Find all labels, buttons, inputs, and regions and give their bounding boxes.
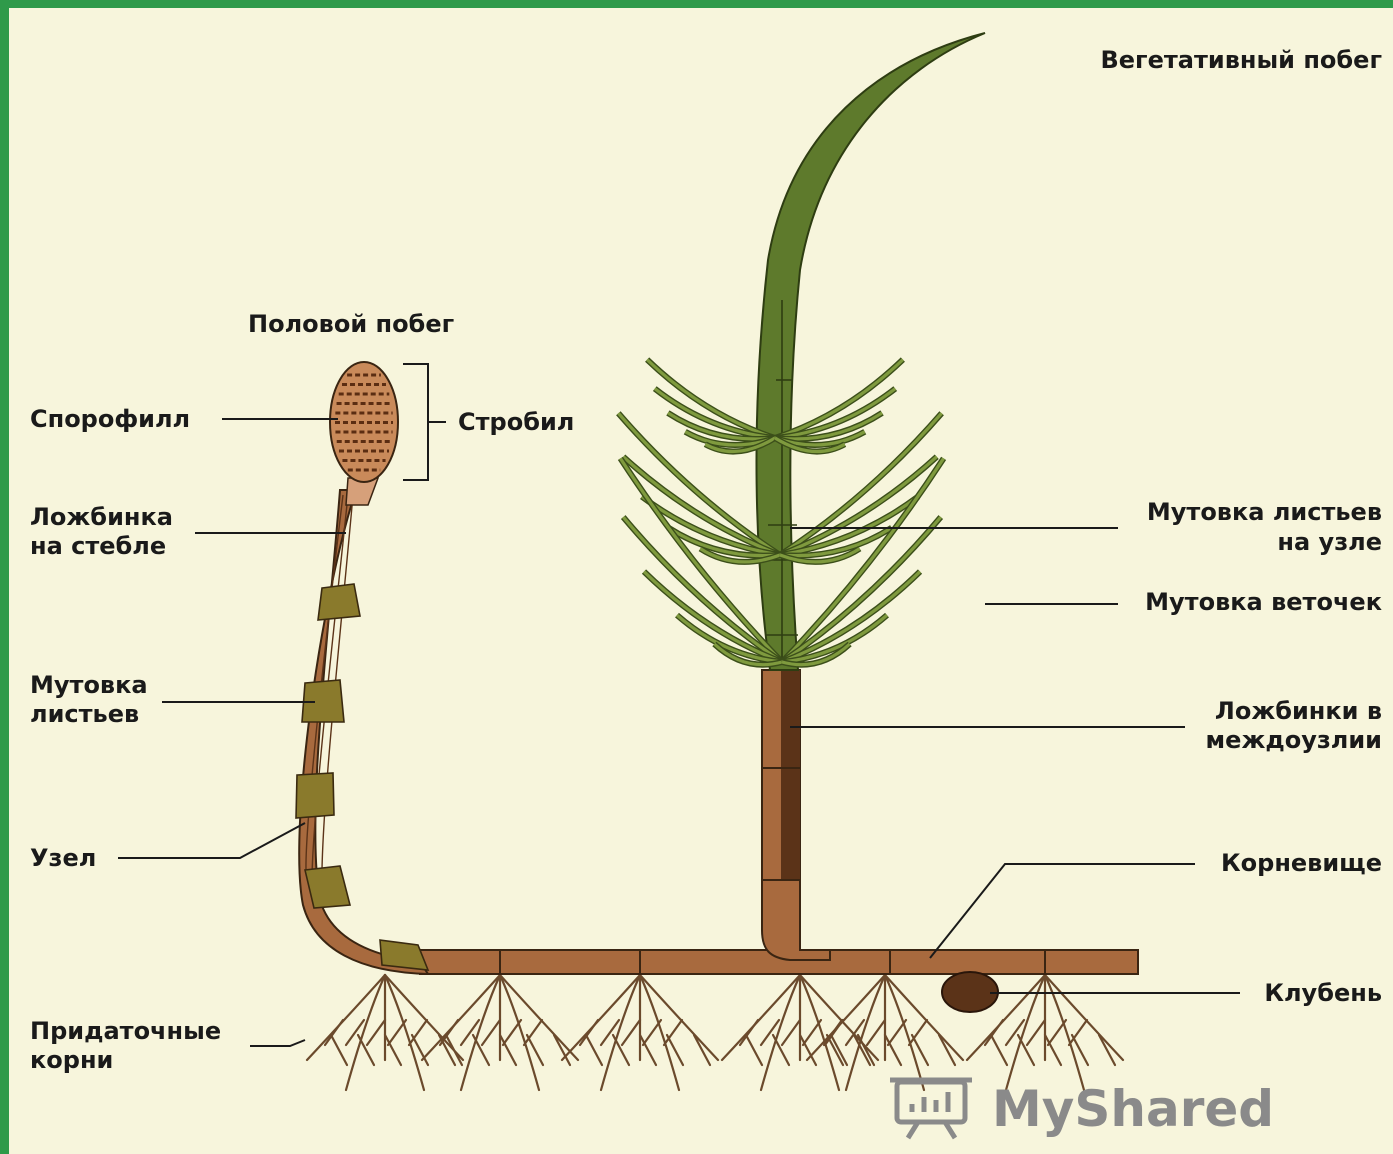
root-branch — [409, 1020, 427, 1045]
label-stem-groove-2: на стебле — [30, 532, 166, 560]
label-sporophyll: Спорофилл — [30, 405, 190, 433]
root — [800, 975, 878, 1060]
label-node: Узел — [30, 844, 96, 872]
root-branch — [782, 1020, 800, 1045]
root-branch — [643, 1020, 661, 1045]
tuber — [942, 972, 998, 1012]
label-tuber: Клубень — [1264, 979, 1382, 1007]
root-branch — [746, 1035, 762, 1065]
root — [562, 975, 640, 1060]
root-branch — [446, 1035, 462, 1065]
sexual-shoot — [296, 478, 428, 974]
root — [640, 975, 718, 1060]
label-sexual-shoot: Половой побег — [248, 310, 454, 338]
label-leaf-whorl-2: листьев — [30, 700, 139, 728]
label-leaf-whorl-1: Мутовка — [30, 671, 148, 699]
root-branch — [482, 1020, 500, 1045]
root-branch — [367, 1020, 385, 1045]
vegetative-shoot — [756, 33, 985, 960]
root-branch — [909, 1020, 927, 1045]
root-branch — [867, 1020, 885, 1045]
label-internode-grooves-1: Ложбинки в — [1215, 697, 1382, 725]
presentation-icon — [890, 1080, 972, 1138]
watermark-text: MyShared — [992, 1080, 1274, 1138]
root-branch — [503, 1020, 521, 1045]
root — [1045, 975, 1123, 1060]
label-adventitious-roots-1: Придаточные — [30, 1017, 221, 1045]
label-adventitious-roots-2: корни — [30, 1046, 113, 1074]
horsetail-diagram: Вегетативный побег Половой побег Спорофи… — [9, 8, 1393, 1154]
root-branch — [888, 1020, 906, 1045]
root-branch — [586, 1035, 602, 1065]
leader-lines — [118, 364, 1240, 1046]
root-branch — [803, 1020, 821, 1045]
label-leaf-whorl-node-2: на узле — [1277, 528, 1382, 556]
root-branch — [831, 1035, 847, 1065]
root — [307, 975, 385, 1060]
label-branch-whorl: Мутовка веточек — [1145, 588, 1382, 616]
root — [761, 975, 800, 1090]
root — [461, 975, 500, 1090]
root-branch — [331, 1035, 347, 1065]
myshared-watermark: MyShared — [890, 1080, 1274, 1138]
strobilus — [330, 362, 398, 482]
root-branch — [1048, 1020, 1066, 1045]
root-branch — [622, 1020, 640, 1045]
label-internode-grooves-2: междоузлии — [1206, 726, 1382, 754]
root — [422, 975, 500, 1060]
root-branch — [1069, 1020, 1087, 1045]
root — [601, 975, 640, 1090]
labels: Вегетативный побег Половой побег Спорофи… — [30, 46, 1382, 1074]
root — [722, 975, 800, 1060]
label-stem-groove-1: Ложбинка — [30, 503, 173, 531]
root-branch — [388, 1020, 406, 1045]
root-branch — [524, 1020, 542, 1045]
label-leaf-whorl-node-1: Мутовка листьев — [1147, 498, 1382, 526]
root-branch — [664, 1020, 682, 1045]
root — [807, 975, 885, 1060]
root-branch — [991, 1035, 1007, 1065]
label-strobilus: Стробил — [458, 408, 574, 436]
label-vegetative-shoot: Вегетативный побег — [1100, 46, 1382, 74]
label-rhizome: Корневище — [1221, 849, 1382, 877]
diagram-frame: Вегетативный побег Половой побег Спорофи… — [9, 8, 1393, 1154]
root-branch — [1027, 1020, 1045, 1045]
root — [500, 975, 578, 1060]
root — [346, 975, 385, 1090]
